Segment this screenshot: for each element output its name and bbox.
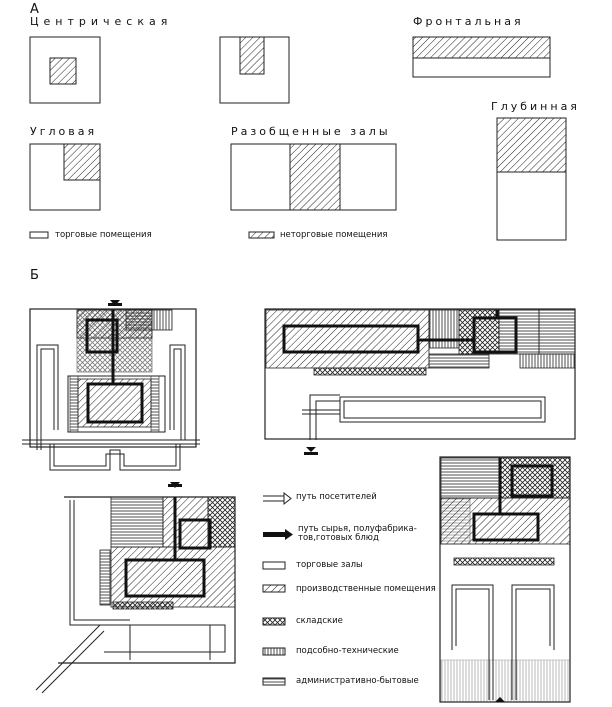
legend-trade-label: торговые помещения: [55, 230, 152, 240]
legend-raw-label-2: тов,готовых блюд: [298, 533, 379, 543]
legend-visitors-label: путь посетителей: [296, 492, 377, 502]
legend-swatch-nontrade: [248, 231, 275, 239]
scheme-deep: [496, 117, 567, 241]
legend-b: [262, 491, 293, 686]
legend-nontrade-label: неторговые помещения: [280, 230, 388, 240]
legend-admin-label: административно-бытовые: [296, 676, 419, 686]
scheme-centric-1: [29, 36, 101, 104]
legend-storage-label: складские: [296, 616, 343, 626]
label-separated: Разобщенные залы: [231, 125, 391, 138]
plan-2: [264, 308, 576, 455]
legend-halls-label: торговые залы: [296, 560, 363, 570]
legend-raw-label-1: путь сырья, полуфабрика-: [298, 524, 417, 534]
scheme-corner: [29, 143, 101, 211]
label-centric: Центрическая: [30, 15, 173, 28]
label-deep: Глубинная: [491, 100, 580, 113]
scheme-separated-halls: [230, 143, 397, 211]
legend-production-label: производственные помещения: [296, 584, 436, 594]
plan-4: [439, 456, 571, 703]
section-b: [22, 300, 576, 703]
scheme-centric-2: [219, 36, 290, 104]
section-b-letter: Б: [30, 268, 39, 283]
label-corner: Угловая: [30, 125, 98, 138]
section-a: [29, 36, 567, 241]
section-a-letter: А: [30, 2, 39, 17]
legend-swatch-trade: [29, 231, 49, 239]
label-frontal: Фронтальная: [413, 15, 524, 28]
scheme-frontal: [412, 36, 551, 78]
legend-utility-label: подсобно-технические: [296, 646, 399, 656]
plan-3: [35, 482, 236, 694]
plan-1: [22, 300, 200, 471]
